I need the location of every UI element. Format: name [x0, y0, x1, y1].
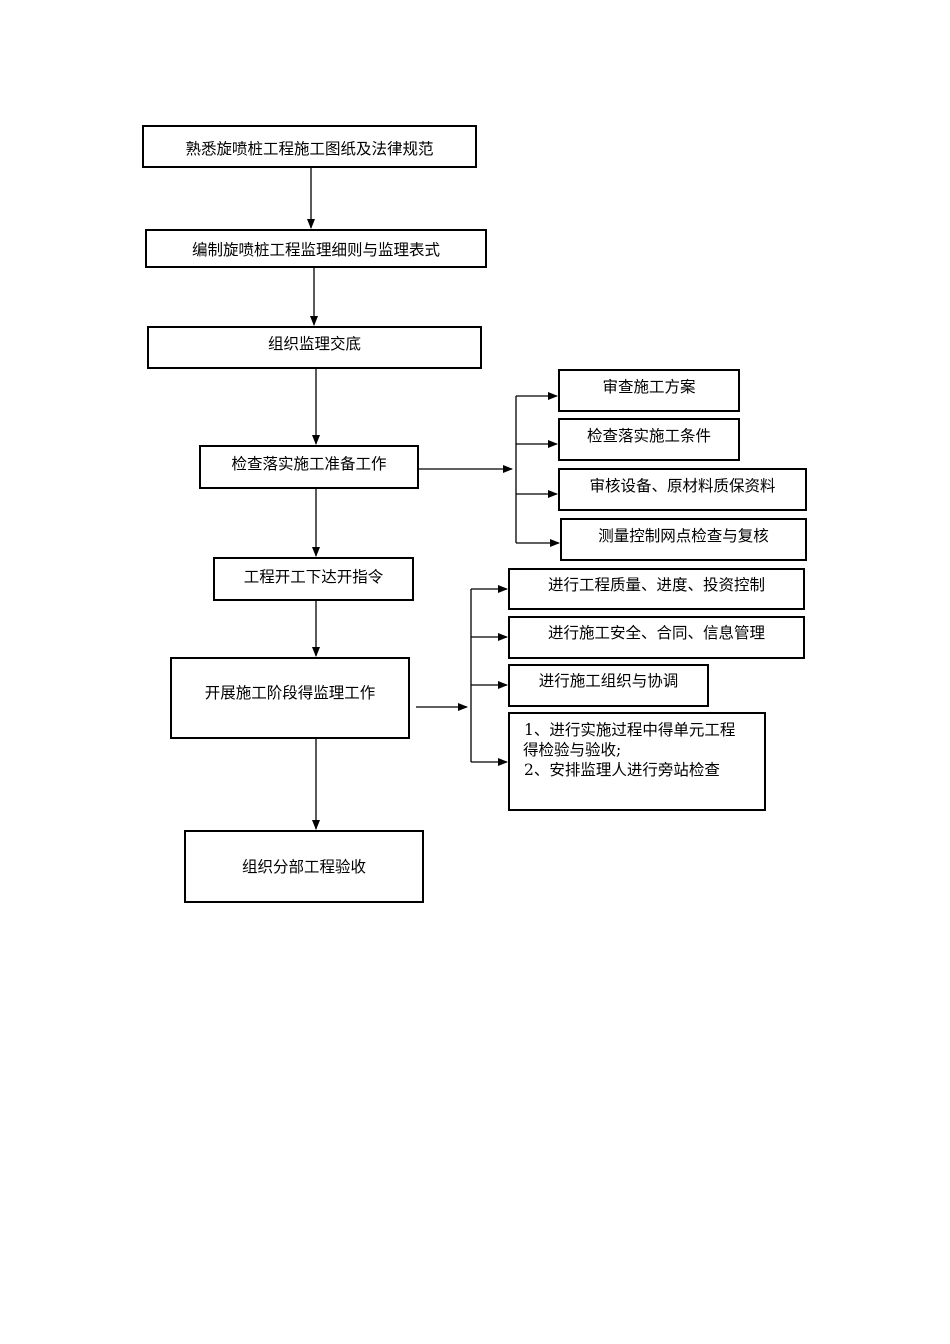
step-acceptance: 组织分部工程验收	[184, 830, 424, 903]
branch-label: 审核设备、原材料质保资料	[589, 477, 776, 495]
step-issue-start-order: 工程开工下达开指令	[213, 557, 414, 601]
cons-organize-coordinate: 进行施工组织与协调	[508, 664, 709, 707]
note-line-3: 2、安排监理人进行旁站检查	[524, 761, 720, 779]
cons-safety-contract-info: 进行施工安全、合同、信息管理	[508, 616, 805, 659]
step-familiarize-drawings: 熟悉旋喷桩工程施工图纸及法律规范	[142, 125, 477, 168]
note-line-2: 得检验与验收;	[523, 741, 622, 759]
step-supervision-briefing: 组织监理交底	[147, 326, 482, 369]
step-label: 工程开工下达开指令	[243, 568, 384, 586]
step-compile-supervision-rules: 编制旋喷桩工程监理细则与监理表式	[145, 229, 487, 268]
branch-label: 进行施工组织与协调	[538, 672, 679, 690]
branch-label: 测量控制网点检查与复核	[598, 527, 769, 545]
branch-label: 检查落实施工条件	[586, 427, 711, 445]
prep-audit-materials: 审核设备、原材料质保资料	[558, 468, 807, 511]
step-label: 开展施工阶段得监理工作	[204, 684, 376, 702]
step-check-preparation: 检查落实施工准备工作	[199, 445, 419, 489]
prep-review-plan: 审查施工方案	[558, 369, 740, 412]
branch-label: 进行工程质量、进度、投资控制	[547, 576, 765, 594]
step-label: 组织分部工程验收	[241, 857, 366, 876]
cons-inspection-notes: 1、进行实施过程中得单元工程 得检验与验收; 2、安排监理人进行旁站检查	[508, 712, 766, 811]
branch-label: 进行施工安全、合同、信息管理	[547, 624, 765, 642]
prep-check-conditions: 检查落实施工条件	[558, 418, 740, 461]
cons-quality-progress-cost: 进行工程质量、进度、投资控制	[508, 568, 805, 610]
branch-label: 审查施工方案	[602, 378, 696, 396]
note-line-1: 1、进行实施过程中得单元工程	[524, 721, 736, 739]
step-label: 编制旋喷桩工程监理细则与监理表式	[191, 241, 440, 259]
step-label: 熟悉旋喷桩工程施工图纸及法律规范	[185, 140, 434, 158]
step-label: 检查落实施工准备工作	[231, 455, 387, 473]
step-construction-supervision: 开展施工阶段得监理工作	[170, 657, 410, 739]
step-label: 组织监理交底	[267, 335, 361, 353]
prep-survey-control: 测量控制网点检查与复核	[560, 518, 807, 561]
